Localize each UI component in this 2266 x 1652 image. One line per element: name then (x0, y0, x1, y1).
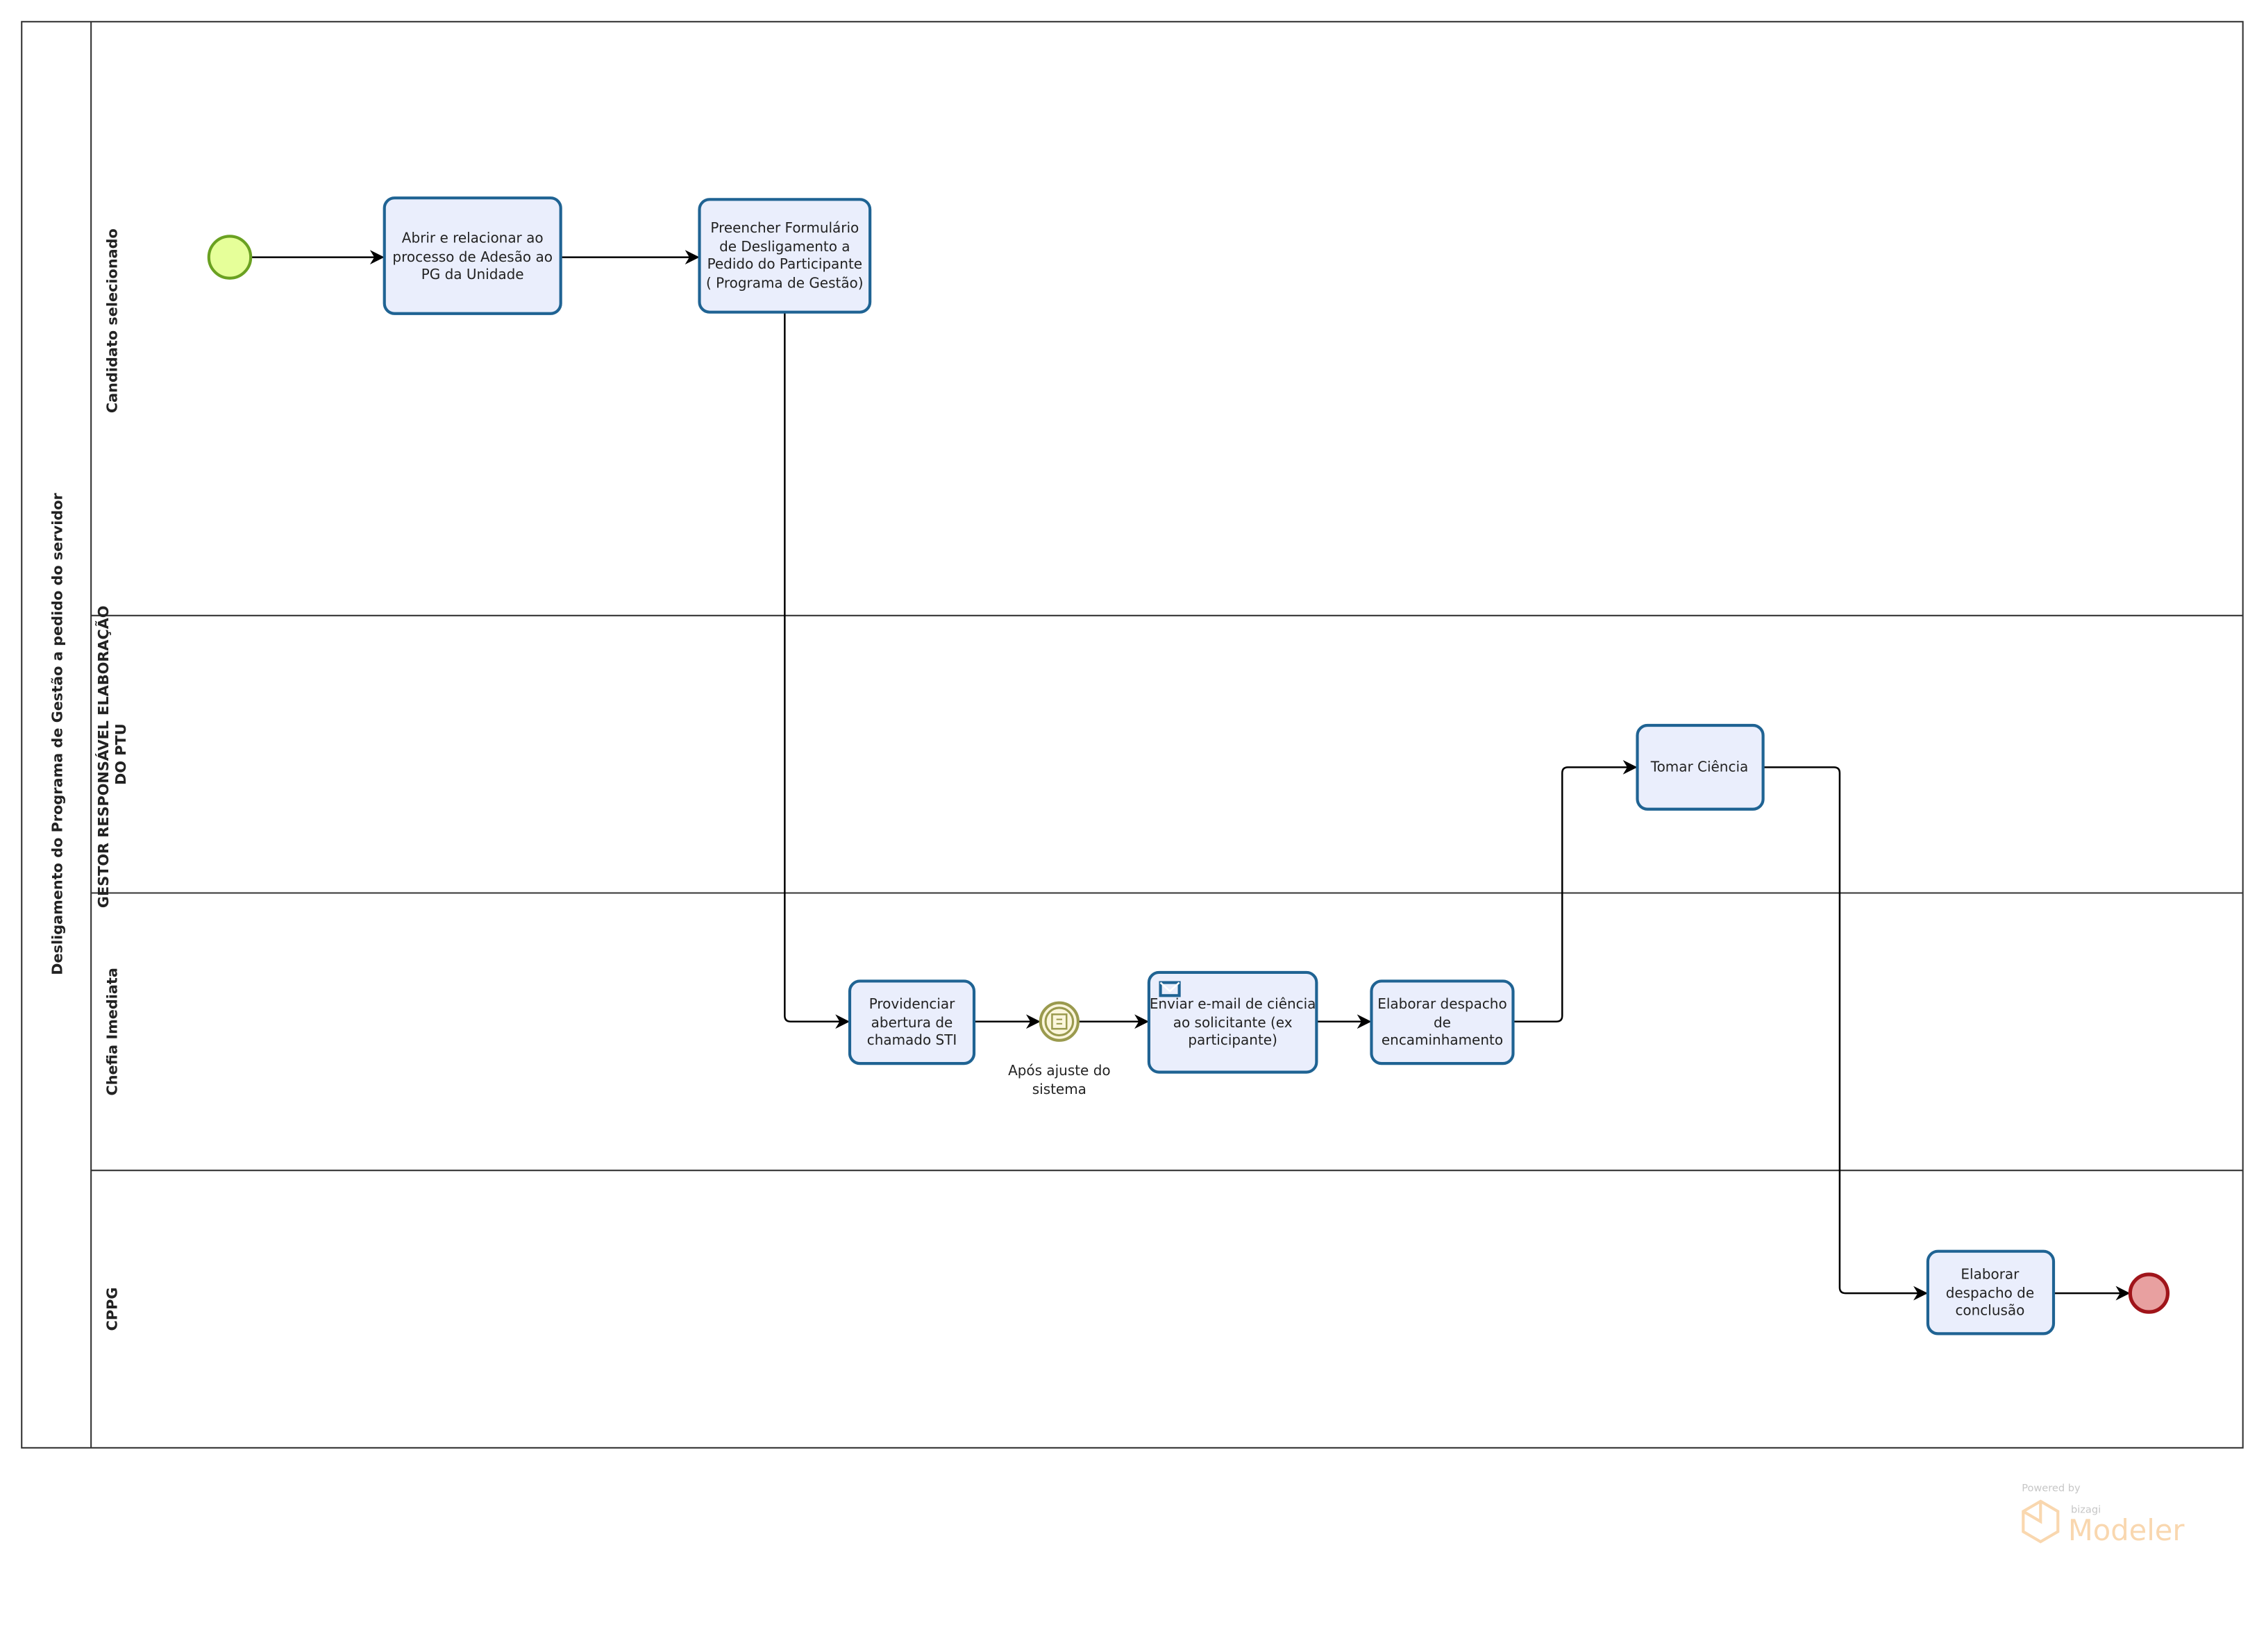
conditional-icon (1051, 1013, 1068, 1030)
svg-text:Tomar Ciência: Tomar Ciência (1650, 759, 1748, 775)
task-tomar-ciencia[interactable]: Tomar Ciência (1636, 723, 1765, 811)
lane-candidato: Candidato selecionado (104, 228, 121, 413)
lane-gestor-line1: GESTOR RESPONSÁVEL ELABORAÇÃO (94, 605, 112, 908)
lane-labels: Candidato selecionado GESTOR RESPONSÁVEL… (94, 228, 129, 1331)
pool-title: Desligamento do Programa de Gestão a ped… (49, 492, 66, 975)
intermediate-timer-event[interactable] (1039, 1001, 1080, 1042)
bizagi-logo-icon (2022, 1499, 2060, 1544)
pool: Desligamento do Programa de Gestão a ped… (21, 21, 2244, 1449)
lane-gestor: GESTOR RESPONSÁVEL ELABORAÇÃO DO PTU (94, 600, 129, 908)
bizagi-watermark: Powered by bizagi Modeler (2022, 1482, 2185, 1547)
send-mail-icon (1159, 981, 1181, 997)
sequence-flows (251, 250, 2131, 1301)
svg-text:Modeler: Modeler (2068, 1513, 2185, 1547)
lane-gestor-line2: DO PTU (112, 723, 129, 785)
end-event[interactable] (2128, 1272, 2170, 1314)
svg-text:bizagi: bizagi (2071, 1504, 2101, 1516)
start-event[interactable] (207, 235, 253, 280)
lane-cppg: CPPG (104, 1288, 121, 1331)
svg-text:Powered by: Powered by (2022, 1482, 2081, 1494)
lane-chefia: Chefia Imediata (104, 968, 121, 1095)
